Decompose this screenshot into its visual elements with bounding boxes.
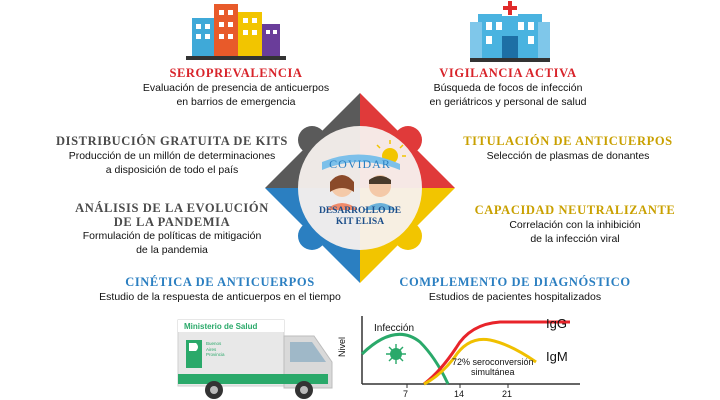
item-desc: de la infección viral [530, 233, 620, 245]
hospital-icon [470, 0, 550, 62]
doctor-woman-icon [326, 175, 358, 210]
item-desc: a disposición de todo el país [105, 164, 239, 176]
item-desc: Estudio de la respuesta de anticuerpos e… [99, 291, 341, 303]
center-subtitle: DESARROLLO DE KIT ELISA [318, 206, 402, 227]
truck-label: Ministerio de Salud [184, 322, 258, 331]
igg-curve [423, 320, 570, 386]
graph-ylabel-wrap: Nivel [337, 332, 354, 362]
item-title: VIGILANCIA ACTIVA [439, 66, 577, 80]
item-title: DE LA PANDEMIA [113, 215, 231, 229]
igm-label: IgM [546, 349, 568, 364]
x-tick-label: 21 [502, 389, 513, 399]
item-desc: Correlación con la inhibición [509, 219, 641, 231]
item-desc: Producción de un millón de determinacion… [68, 150, 276, 162]
infection-label: Infección [374, 323, 415, 334]
item-distribucion: DISTRIBUCIÓN GRATUITA DE KITS Producción… [42, 134, 302, 177]
doctor-man-icon [364, 175, 396, 210]
item-desc: en geriátricos y personal de salud [429, 96, 587, 108]
item-title: DISTRIBUCIÓN GRATUITA DE KITS [56, 134, 288, 148]
item-analisis: ANÁLISIS DE LA EVOLUCIÓN DE LA PANDEMIA … [62, 201, 282, 257]
item-desc: de la pandemia [136, 244, 208, 256]
covidar-logo: COVIDAR [329, 157, 391, 171]
x-tick-label: 14 [454, 389, 465, 399]
truck-logo-text: Buenos Aires Provincia [206, 341, 225, 357]
antibody-graph [360, 316, 580, 388]
item-title: CINÉTICA DE ANTICUERPOS [125, 275, 315, 289]
item-title: CAPACIDAD NEUTRALIZANTE [474, 203, 676, 217]
item-desc: Selección de plasmas de donantes [486, 150, 650, 162]
graph-ylabel: Nivel [337, 336, 348, 358]
item-desc: Evaluación de presencia de anticuerpos [142, 82, 330, 94]
item-title: TITULACIÓN DE ANTICUERPOS [463, 134, 673, 148]
item-title: COMPLEMENTO DE DIAGNÓSTICO [399, 275, 631, 289]
item-desc: Formulación de políticas de mitigación [82, 230, 262, 242]
igm-curve [423, 337, 537, 386]
seroconversion-note: 72% seroconversión simultánea [452, 357, 534, 377]
item-complemento: COMPLEMENTO DE DIAGNÓSTICO Estudios de p… [380, 275, 650, 304]
item-cinetica: CINÉTICA DE ANTICUERPOS Estudio de la re… [80, 275, 360, 304]
virus-icon [386, 344, 406, 364]
item-title: ANÁLISIS DE LA EVOLUCIÓN [75, 201, 269, 215]
x-tick-label: 7 [403, 389, 409, 399]
puzzle-diagram [265, 93, 455, 283]
truck-icon [177, 319, 333, 399]
item-vigilancia: VIGILANCIA ACTIVA Búsqueda de focos de i… [398, 66, 618, 109]
building-icon [186, 4, 286, 60]
item-capacidad: CAPACIDAD NEUTRALIZANTE Correlación con … [450, 203, 700, 246]
item-desc: Estudios de pacientes hospitalizados [428, 291, 602, 303]
item-titulacion: TITULACIÓN DE ANTICUERPOS Selección de p… [448, 134, 688, 163]
igg-label: IgG [546, 316, 567, 331]
item-title: SEROPREVALENCIA [169, 66, 303, 80]
item-seroprevalencia: SEROPREVALENCIA Evaluación de presencia … [106, 66, 366, 109]
item-desc: en barrios de emergencia [176, 96, 296, 108]
item-desc: Búsqueda de focos de infección [433, 82, 583, 94]
